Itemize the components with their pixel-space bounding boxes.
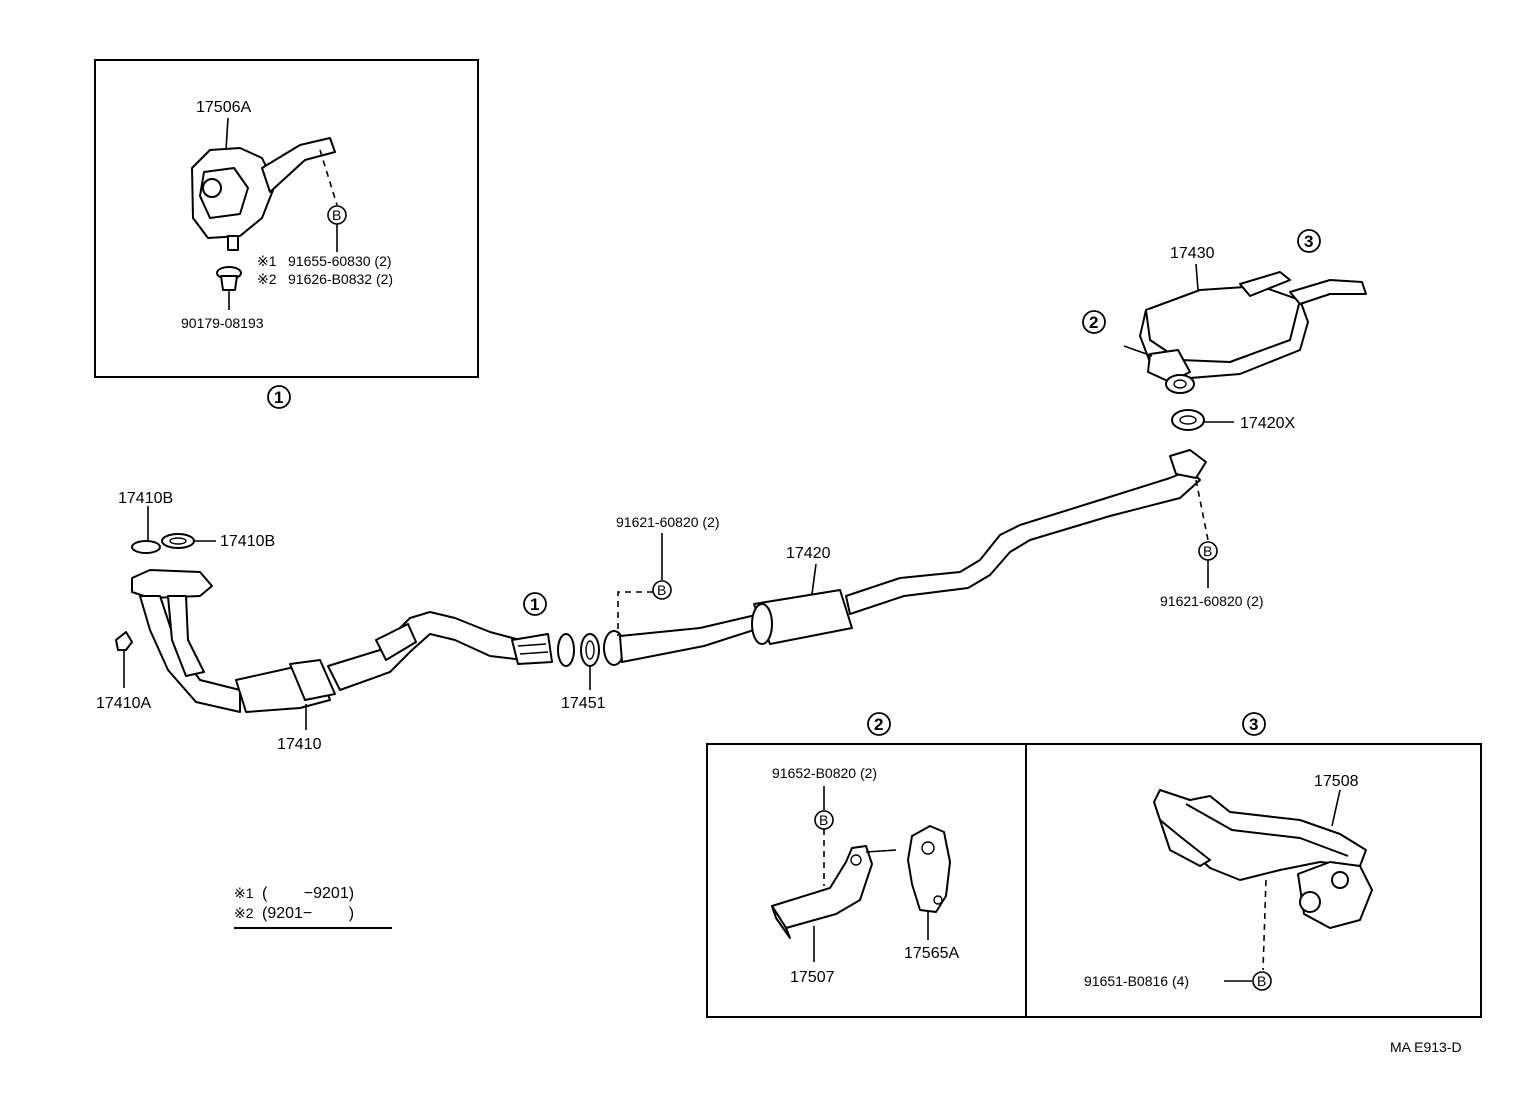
gasket-17410b-2[interactable] [161,533,195,549]
label-17451: 17451 [561,695,606,712]
b-marker-inset2: B [814,810,834,830]
label-17420x: 17420X [1240,415,1295,432]
svg-text:3: 3 [1249,715,1258,734]
svg-text:B: B [1203,543,1212,559]
gasket-17451[interactable] [580,633,600,667]
label-90179: 90179-08193 [181,315,264,331]
b-marker-inset1: B [327,205,347,225]
exhaust-hanger-17506a[interactable] [191,137,336,251]
label-17420: 17420 [786,545,831,562]
label-17565a: 17565A [904,945,959,962]
label-17410b-top: 17410B [118,490,173,507]
b-marker-center: B [652,580,672,600]
label-bolt-91652: 91652-B0820 (2) [772,765,877,781]
bracket-17507[interactable] [771,845,897,939]
svg-text:B: B [332,207,341,223]
svg-text:3: 3 [1304,232,1313,251]
label-17430: 17430 [1170,245,1215,262]
svg-text:B: B [1257,973,1266,989]
b-marker-inset3: B [1252,971,1272,991]
label-bolt-91621-front: 91621-60820 (2) [616,514,720,530]
label-bolt-91626: 91626-B0832 (2) [288,271,393,287]
svg-text:2: 2 [874,715,883,734]
gasket-17410b-1[interactable] [131,540,161,554]
flange-front-pipe-rear[interactable] [557,633,575,667]
legend-mark-1: ※1 [234,885,254,901]
label-bolt-91655: 91655-60830 (2) [288,253,392,269]
label-17508: 17508 [1314,773,1359,790]
label-bolt-91651: 91651-B0816 (4) [1084,973,1189,989]
circled-number-2-inset: 2 [867,712,891,736]
note-mark-2: ※2 [257,271,277,287]
support-17508[interactable] [1153,789,1373,929]
note-mark-1: ※1 [257,253,277,269]
svg-text:B: B [819,812,828,828]
diagram-code: MA E913-D [1390,1039,1462,1055]
label-17410b-right: 17410B [220,533,275,550]
circled-number-1-inset: 1 [267,385,291,409]
grommet-90179[interactable] [216,266,242,291]
svg-text:B: B [657,582,666,598]
label-17410a: 17410A [96,695,151,712]
circled-number-3-muffler: 3 [1297,229,1321,253]
circled-number-2-muffler: 2 [1082,310,1106,334]
center-exhaust-pipe-17420[interactable] [603,449,1207,666]
label-17506a: 17506A [196,99,251,116]
legend-mark-2: ※2 [234,905,254,921]
legend-range-1: ( −9201) [262,885,354,902]
cushion-17565a[interactable] [907,825,951,913]
tail-muffler-17430[interactable] [1123,271,1367,394]
label-bolt-91621-rear: 91621-60820 (2) [1160,593,1264,609]
front-exhaust-pipe-17410[interactable] [131,569,553,713]
gasket-17420x[interactable] [1171,409,1205,431]
nut-17410a[interactable] [115,631,133,651]
label-17507: 17507 [790,969,835,986]
inset-boxes [706,743,1482,1018]
svg-text:1: 1 [530,595,539,614]
svg-text:1: 1 [274,388,283,407]
inset-hanger-box [94,59,479,378]
legend-range-2: (9201− ) [262,905,354,922]
circled-number-1-pipe: 1 [523,592,547,616]
label-17410: 17410 [277,736,322,753]
b-marker-rear: B [1198,541,1218,561]
circled-number-3-inset: 3 [1242,712,1266,736]
svg-text:2: 2 [1089,313,1098,332]
